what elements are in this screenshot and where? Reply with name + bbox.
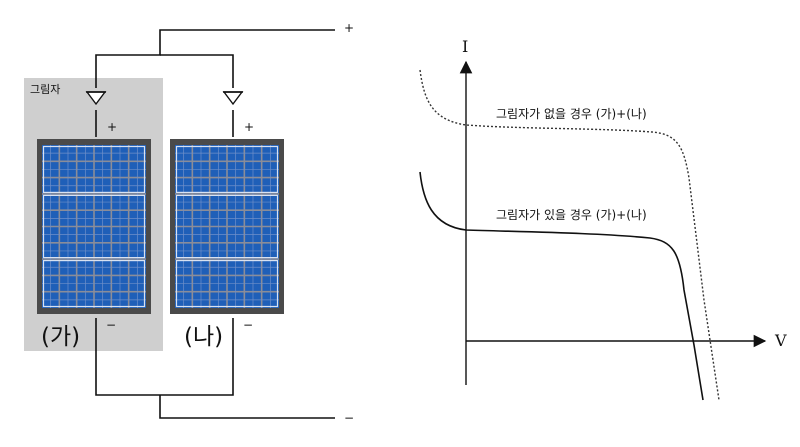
curve-no-shadow (419, 69, 720, 401)
panel-b-plus-sign: + (244, 120, 254, 134)
panel-a-minus-sign: − (106, 318, 116, 332)
panel-a-label: (가) (41, 324, 80, 350)
solar-panel-a (37, 139, 151, 314)
panel-a-string-border (42, 260, 146, 308)
solar-panel-b (170, 139, 284, 314)
curve-shadow-label: 그림자가 있을 경우 (가)+(나) (496, 208, 647, 222)
panel-b-string-border (175, 194, 279, 259)
bypass-diode-b (222, 91, 244, 106)
circuit-diagram: 그림자 + + (24, 21, 354, 425)
panel-a-plus-sign: + (107, 120, 117, 134)
panel-b-label: (나) (184, 324, 223, 350)
x-axis-label: V (774, 331, 787, 350)
curve-no-shadow-label: 그림자가 없을 경우 (가)+(나) (496, 107, 647, 121)
panel-a-string-border (42, 194, 146, 259)
y-axis-label: I (462, 37, 468, 56)
iv-graph: I V 그림자가 없을 경우 (가)+(나) 그림자가 있을 경우 (가)+(나… (419, 37, 787, 401)
panel-b-string-border (175, 145, 279, 194)
wiring (95, 29, 335, 419)
panel-b-string-border (175, 260, 279, 308)
output-minus-terminal: − (344, 411, 354, 425)
curve-shadow (419, 171, 704, 401)
panel-a-string-border (42, 145, 146, 194)
bypass-diode-a (85, 91, 107, 106)
shadow-label: 그림자 (30, 83, 60, 96)
panel-b-minus-sign: − (243, 318, 253, 332)
output-plus-terminal: + (344, 21, 354, 35)
